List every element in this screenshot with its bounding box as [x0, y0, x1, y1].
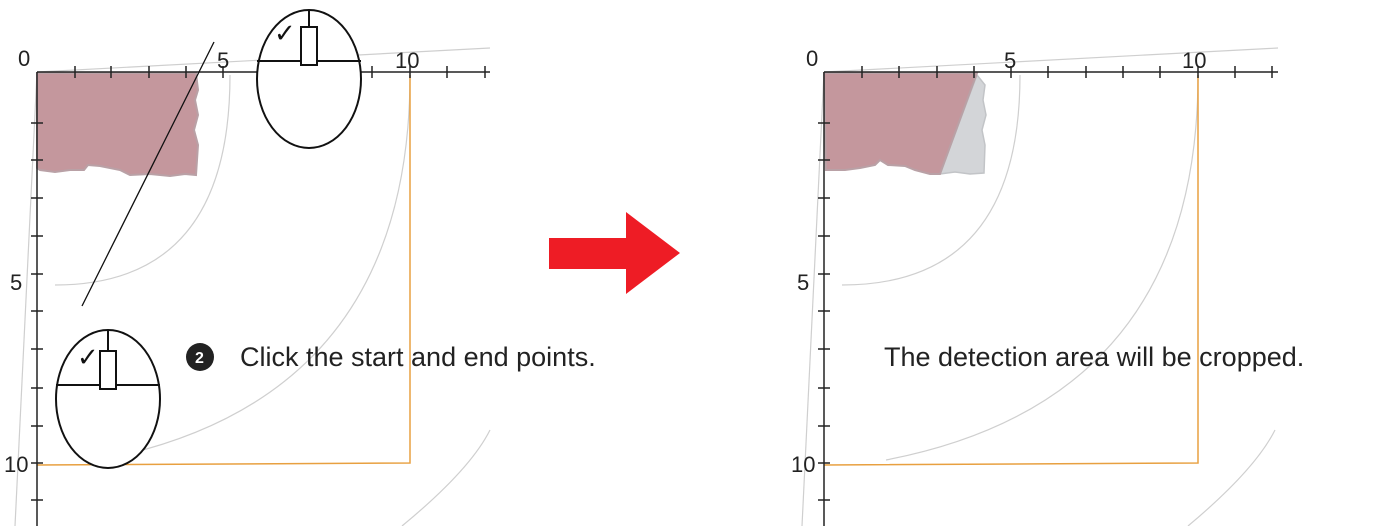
x-tick-0: 0 [806, 46, 818, 71]
y-tick-10: 10 [791, 452, 815, 477]
crop-line [81, 41, 215, 307]
y-axis [31, 72, 43, 526]
mouse-icon: ✓ [55, 329, 161, 469]
x-tick-5: 5 [1004, 48, 1016, 73]
instruction-text: Click the start and end points. [240, 342, 596, 372]
right-panel: 0 5 10 5 10 The detection area will be c… [791, 46, 1304, 526]
mouse-icon: ✓ [256, 9, 362, 149]
x-tick-0: 0 [18, 46, 30, 71]
detection-area [36, 72, 200, 178]
y-axis [818, 72, 830, 526]
range-line [823, 75, 1199, 466]
step-badge [186, 343, 214, 371]
result-text: The detection area will be cropped. [884, 342, 1304, 372]
y-tick-5: 5 [10, 270, 22, 295]
cropped-portion [938, 73, 987, 175]
detection-area [822, 72, 979, 175]
x-tick-5: 5 [217, 48, 229, 73]
left-click-check-icon: ✓ [274, 18, 296, 48]
left-panel: 0 5 10 5 10 ✓ ✓ 2 Click the start and en… [4, 9, 596, 526]
x-tick-10: 10 [395, 48, 419, 73]
range-arcs [14, 47, 491, 526]
x-axis [824, 66, 1278, 78]
range-line [36, 75, 411, 466]
right-arrow-icon [549, 212, 680, 294]
step-number: 2 [195, 350, 204, 367]
y-tick-5: 5 [797, 270, 809, 295]
y-tick-10: 10 [4, 452, 28, 477]
x-tick-10: 10 [1182, 48, 1206, 73]
left-click-check-icon: ✓ [77, 342, 99, 372]
